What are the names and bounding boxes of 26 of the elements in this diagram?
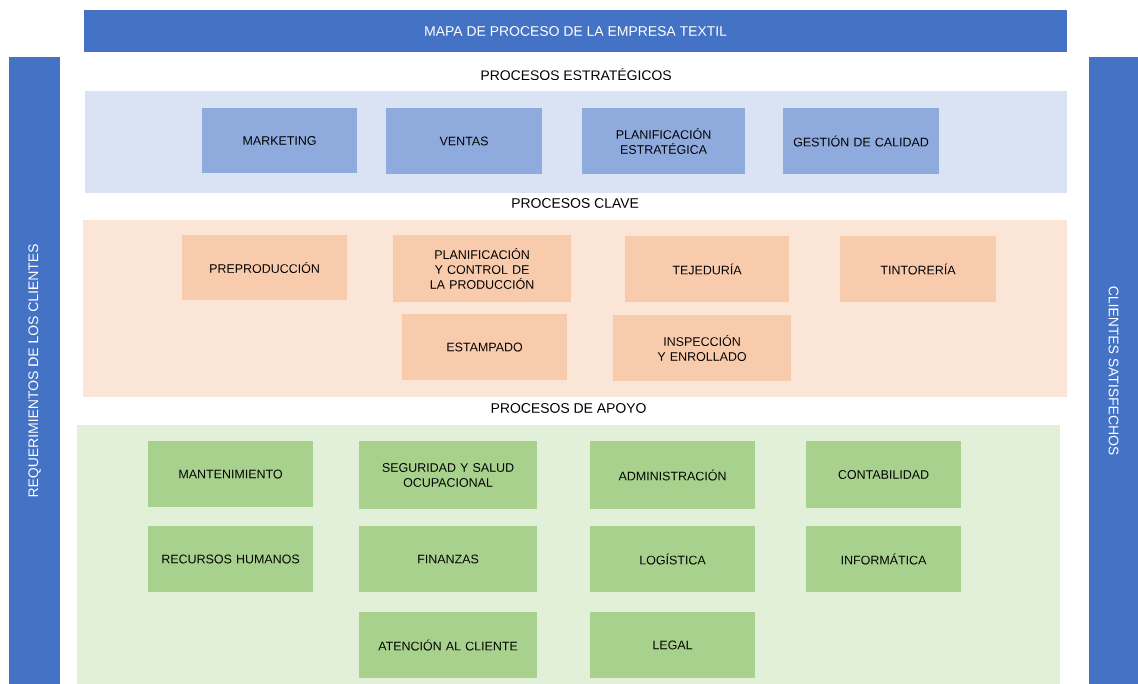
process-box: TEJEDURÍA	[625, 236, 789, 302]
process-box: ADMINISTRACIÓN	[590, 441, 755, 509]
section-heading: PROCESOS DE APOYO	[491, 403, 646, 413]
process-box: LOGÍSTICA	[590, 526, 755, 592]
process-box: INFORMÁTICA	[806, 526, 961, 592]
process-box: SEGURIDAD Y SALUD OCUPACIONAL	[359, 441, 537, 509]
process-box: PREPRODUCCIÓN	[182, 235, 347, 300]
process-box: INSPECCIÓN Y ENROLLADO	[613, 315, 791, 381]
process-box: PLANIFICACIÓN ESTRATÉGICA	[582, 108, 745, 174]
side-bar: REQUERIMIENTOS DE LOS CLIENTES	[9, 57, 60, 684]
process-box: TINTORERÍA	[840, 236, 996, 302]
section-heading: PROCESOS CLAVE	[512, 198, 639, 208]
process-box: CONTABILIDAD	[806, 441, 961, 508]
process-box: PLANIFICACIÓN Y CONTROL DE LA PRODUCCIÓN	[393, 235, 571, 302]
process-box: MANTENIMIENTO	[148, 441, 313, 507]
process-box: FINANZAS	[359, 526, 537, 592]
process-box: ATENCIÓN AL CLIENTE	[359, 612, 537, 678]
process-box: VENTAS	[386, 108, 542, 174]
title-bar: MAPA DE PROCESO DE LA EMPRESA TEXTIL	[84, 10, 1067, 52]
section-heading: PROCESOS ESTRATÉGICOS	[481, 67, 671, 81]
process-box: GESTIÓN DE CALIDAD	[783, 108, 939, 174]
process-box: LEGAL	[590, 612, 755, 678]
process-box: MARKETING	[202, 108, 357, 173]
side-bar: CLIENTES SATISFECHOS	[1089, 57, 1138, 684]
process-box: ESTAMPADO	[402, 314, 567, 380]
process-box: RECURSOS HUMANOS	[148, 526, 313, 592]
